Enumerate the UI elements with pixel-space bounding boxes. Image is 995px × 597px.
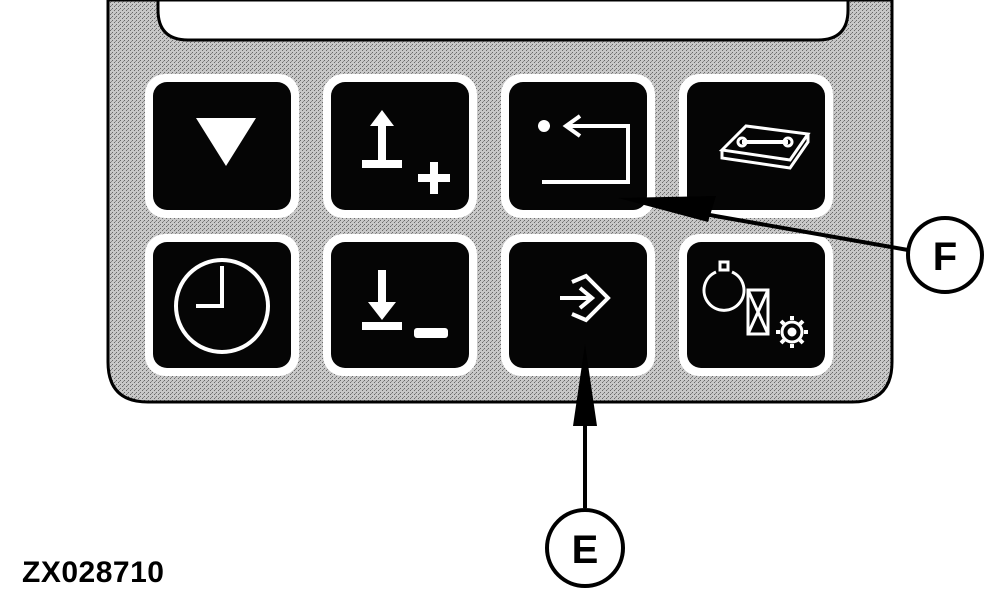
display-window xyxy=(156,0,850,42)
callout-f: F xyxy=(906,216,984,294)
figure-id: ZX028710 xyxy=(22,556,165,589)
lower-down-minus-icon xyxy=(362,270,448,338)
key-raise-plus[interactable] xyxy=(323,74,477,218)
key-clock[interactable] xyxy=(145,234,299,376)
callout-e: E xyxy=(545,508,625,588)
callout-e-leader xyxy=(573,344,597,508)
lift-up-plus-icon xyxy=(362,110,450,194)
callout-f-leader xyxy=(618,196,909,252)
callout-e-label: E xyxy=(572,528,599,572)
return-arrow-icon xyxy=(538,114,630,184)
key-lower-minus[interactable] xyxy=(323,234,477,376)
key-engine-transmission[interactable] xyxy=(679,234,833,376)
down-triangle-icon xyxy=(196,118,256,166)
key-enter[interactable] xyxy=(501,234,655,376)
callout-f-label: F xyxy=(933,235,957,279)
key-service-manual[interactable] xyxy=(679,74,833,218)
enter-diamond-arrow-icon xyxy=(560,273,611,323)
engine-transmission-gear-icon xyxy=(702,260,808,348)
key-down-arrow[interactable] xyxy=(145,74,299,218)
key-return[interactable] xyxy=(501,74,655,218)
service-manual-wrench-icon xyxy=(718,124,811,170)
clock-icon xyxy=(174,258,270,354)
